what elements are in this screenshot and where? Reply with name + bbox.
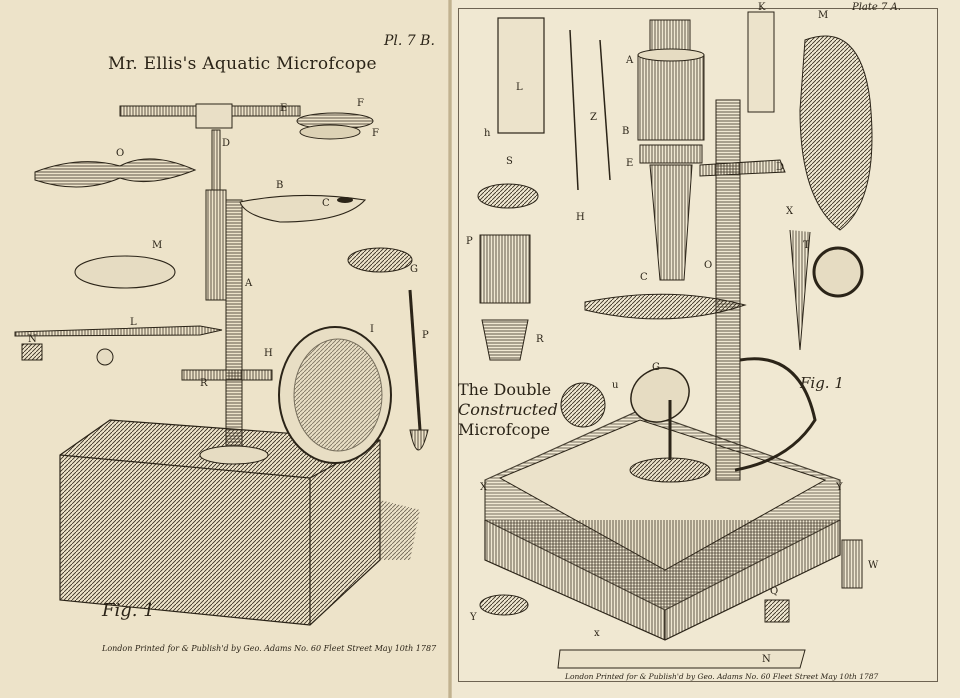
part-label: D — [222, 138, 231, 149]
ellis-pillar — [119, 103, 374, 465]
right-title-line1: The Double — [458, 380, 552, 399]
part-label: M — [818, 10, 829, 21]
part-label: G — [652, 362, 660, 373]
part-label: O — [116, 148, 125, 159]
right-title-line3: Microfcope — [458, 420, 550, 439]
cell-p — [479, 234, 531, 304]
page-fold — [448, 0, 452, 698]
tube-l — [497, 17, 545, 134]
part-label: L — [516, 82, 523, 93]
ring-t — [812, 246, 864, 298]
screw-q — [764, 599, 790, 623]
part-label: O — [704, 260, 713, 271]
right-imprint: London Printed for & Publish'd by Geo. A… — [565, 672, 879, 681]
disc-u — [560, 382, 606, 428]
part-label: T — [803, 240, 810, 251]
part-label: B — [276, 180, 284, 191]
part-label: Z — [590, 112, 597, 123]
part-label: E — [280, 103, 288, 114]
part-label: F — [357, 98, 364, 109]
part-label: H — [264, 348, 273, 359]
brush-p — [408, 289, 422, 431]
slider-k — [747, 11, 775, 113]
double-microscope-tube — [584, 19, 817, 483]
part-label: C — [640, 272, 648, 283]
part-label: u — [612, 380, 619, 391]
lens-o — [34, 158, 197, 188]
part-label: F — [372, 128, 379, 139]
part-label: C — [322, 198, 330, 209]
cap-y — [479, 594, 529, 616]
cap-s — [477, 183, 539, 209]
left-figure-label: Fig. 1 — [102, 600, 155, 621]
part-label: R — [200, 378, 208, 389]
fish-pan-m — [799, 35, 873, 231]
part-label: B — [622, 126, 630, 137]
part-label: A — [626, 55, 634, 66]
part-label: K — [758, 2, 766, 13]
part-label: W — [868, 560, 879, 571]
mirror-g — [630, 367, 690, 460]
part-label: R — [536, 334, 544, 345]
part-label: N — [762, 654, 771, 665]
box-w — [841, 539, 863, 589]
mirror-i — [278, 326, 392, 464]
part-label: N — [28, 334, 37, 345]
cap-r — [481, 319, 529, 361]
part-label: D — [776, 162, 785, 173]
glass-m — [74, 255, 176, 289]
left-imprint: London Printed for & Publish'd by Geo. A… — [102, 644, 437, 653]
left-plate-title: Mr. Ellis's Aquatic Microfcope — [108, 54, 377, 74]
right-title-line2: Constructed — [458, 400, 558, 419]
part-label: x — [594, 628, 600, 639]
part-label: A — [245, 278, 253, 289]
part-label: E — [626, 158, 634, 169]
part-label: M — [152, 240, 163, 251]
part-label: P — [466, 236, 473, 247]
part-label: Q — [770, 586, 779, 597]
rod-l — [14, 325, 223, 337]
right-plate-title: The Double Constructed Microfcope — [458, 380, 558, 440]
part-label: h — [484, 128, 491, 139]
double-microscope-base — [484, 409, 841, 641]
part-label: X — [786, 206, 794, 217]
part-label: S — [506, 156, 513, 167]
left-plate-number: Pl. 7 B. — [384, 33, 435, 49]
part-label: L — [130, 317, 137, 328]
part-label: Y — [836, 482, 843, 493]
part-label: X — [480, 482, 488, 493]
right-plate-number: Plate 7 A. — [852, 2, 901, 13]
right-plate-border — [458, 8, 938, 682]
part-label: Y — [470, 612, 477, 623]
part-label: I — [370, 324, 374, 335]
part-label: H — [576, 212, 585, 223]
part-label: P — [422, 330, 429, 341]
tube-n — [557, 649, 806, 669]
right-figure-label: Fig. 1 — [800, 374, 844, 392]
blade-x — [789, 229, 811, 351]
bowl-g — [347, 247, 413, 273]
part-label: G — [410, 264, 418, 275]
